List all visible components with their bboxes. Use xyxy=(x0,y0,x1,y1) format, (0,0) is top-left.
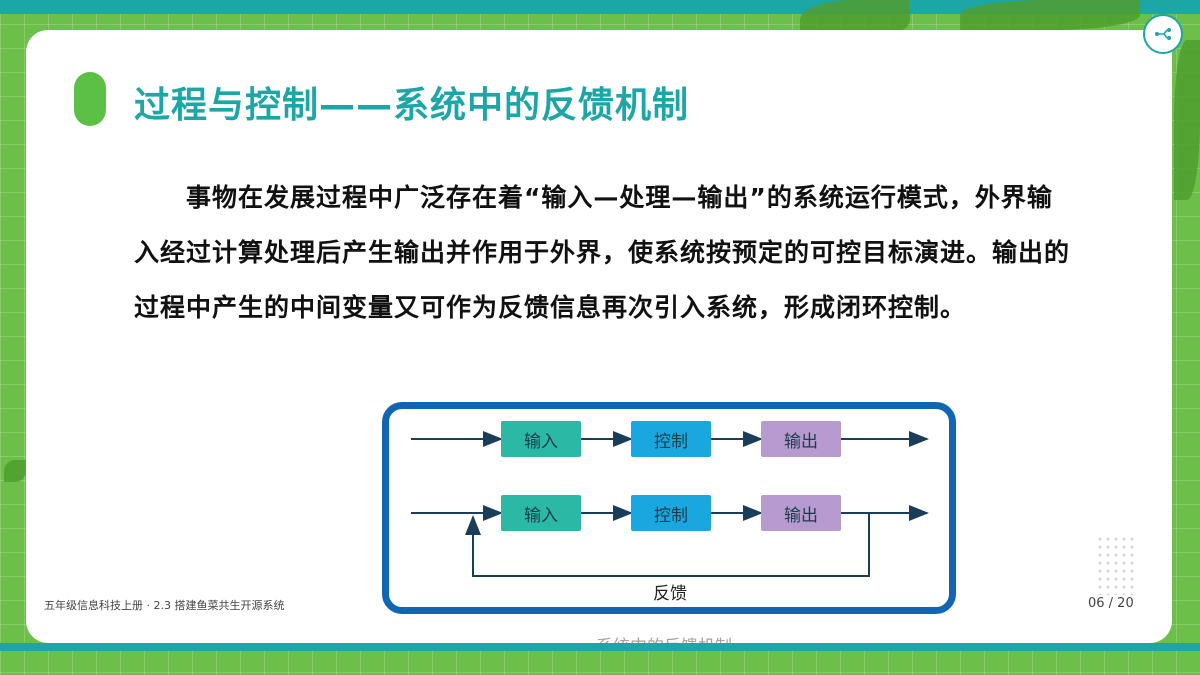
slide-title: 过程与控制——系统中的反馈机制 xyxy=(134,85,690,126)
node-control: 控制 xyxy=(631,421,711,457)
title-accent-pill xyxy=(74,72,106,126)
node-control-feedback: 控制 xyxy=(631,495,711,531)
nav-button[interactable] xyxy=(1143,14,1183,54)
leaf-decoration xyxy=(1174,40,1200,200)
diagram-caption: 系统中的反馈机制 xyxy=(596,632,732,643)
course-footer: 五年级信息科技上册 · 2.3 搭建鱼菜共生开源系统 xyxy=(44,599,285,612)
node-input-feedback: 输入 xyxy=(501,495,581,531)
node-input: 输入 xyxy=(501,421,581,457)
dot-pattern-decoration xyxy=(1096,535,1136,595)
feedback-label: 反馈 xyxy=(653,584,687,604)
leaf-decoration xyxy=(960,0,1140,30)
bottom-bar xyxy=(0,643,1200,651)
feedback-loop xyxy=(465,513,870,577)
node-output-feedback: 输出 xyxy=(761,495,841,531)
node-output: 输出 xyxy=(761,421,841,457)
feedback-diagram: 输入 控制 输出 输入 控制 输出 反馈 xyxy=(382,402,956,614)
branch-icon xyxy=(1155,28,1171,40)
leaf-decoration xyxy=(4,460,26,482)
diagram-arrows xyxy=(411,431,929,577)
body-paragraph: 事物在发展过程中广泛存在着“输入—处理—输出”的系统运行模式，外界输入经过计算处… xyxy=(134,183,1071,322)
slide-card: 过程与控制——系统中的反馈机制 事物在发展过程中广泛存在着“输入—处理—输出”的… xyxy=(26,30,1172,643)
page-number: 06 / 20 xyxy=(1088,596,1134,611)
